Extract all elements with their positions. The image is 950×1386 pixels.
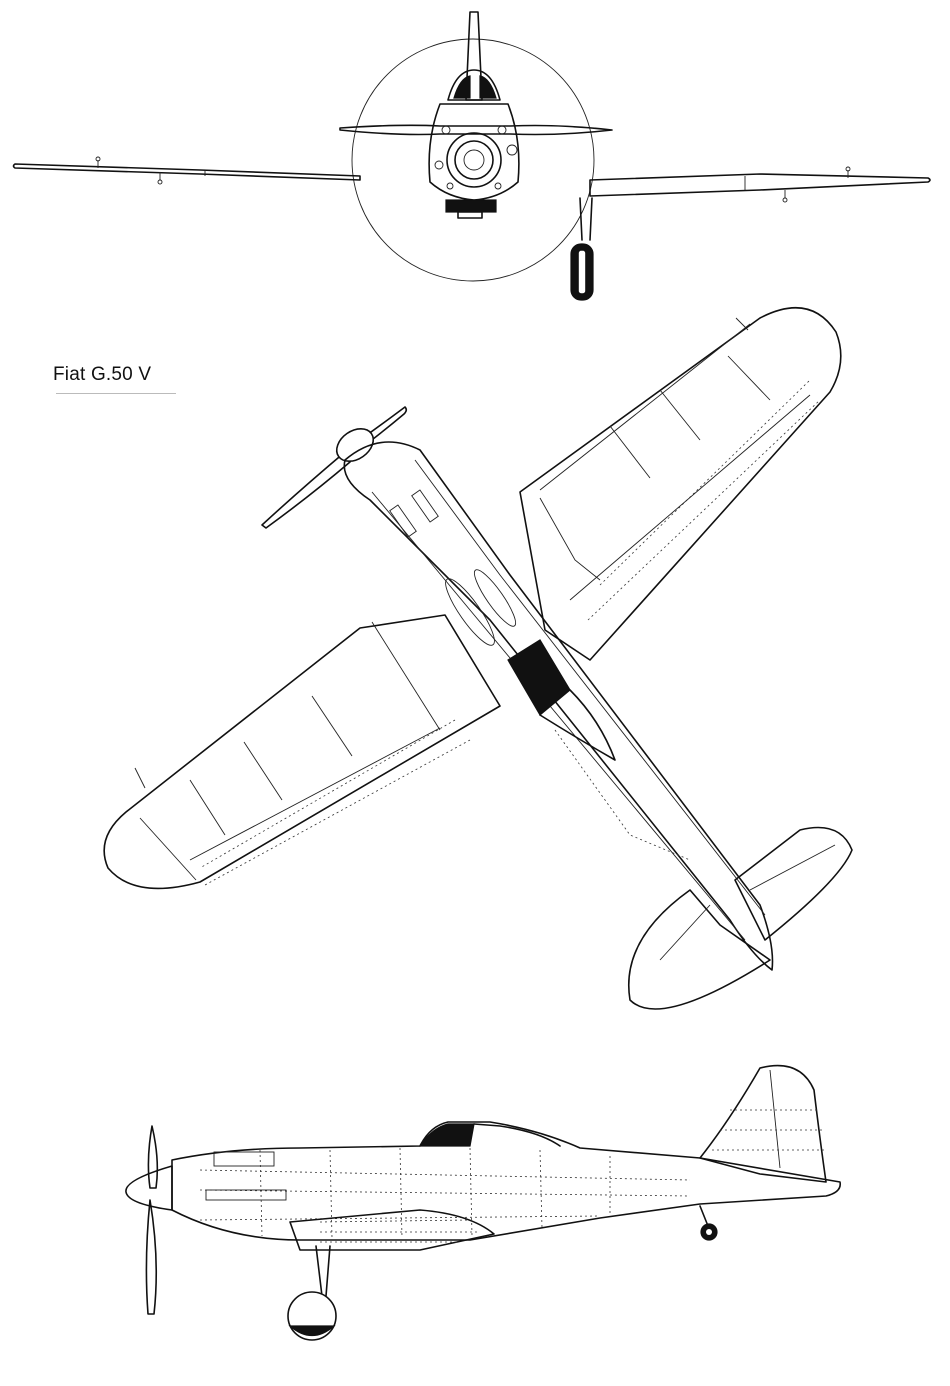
front-tailplane	[339, 124, 613, 136]
plan-cockpit	[507, 639, 571, 716]
front-view	[12, 11, 931, 301]
plan-propeller	[261, 451, 352, 529]
plan-view	[103, 306, 853, 1010]
plan-tailplane	[734, 826, 853, 941]
side-view	[125, 1064, 842, 1341]
side-spinner	[125, 1165, 173, 1211]
front-cowling	[428, 103, 520, 201]
plan-fuselage	[343, 441, 774, 971]
plan-right-wing	[519, 306, 842, 661]
propeller-disc	[351, 38, 595, 282]
side-main-gear	[315, 1245, 331, 1297]
plan-left-wing	[103, 614, 501, 890]
side-propeller	[147, 1125, 159, 1189]
front-spinner-ring	[446, 132, 502, 188]
side-canopy	[418, 1123, 475, 1147]
side-wing-root	[289, 1209, 495, 1251]
front-right-wing	[589, 173, 931, 197]
front-canopy	[447, 69, 501, 101]
front-landing-gear	[579, 197, 593, 241]
drawing-title: Fiat G.50 V	[53, 364, 152, 385]
title-underline	[56, 393, 176, 394]
side-fuselage	[171, 1121, 842, 1241]
front-left-wing	[12, 163, 361, 181]
side-fin	[699, 1064, 827, 1183]
plan-spinner	[335, 427, 375, 463]
